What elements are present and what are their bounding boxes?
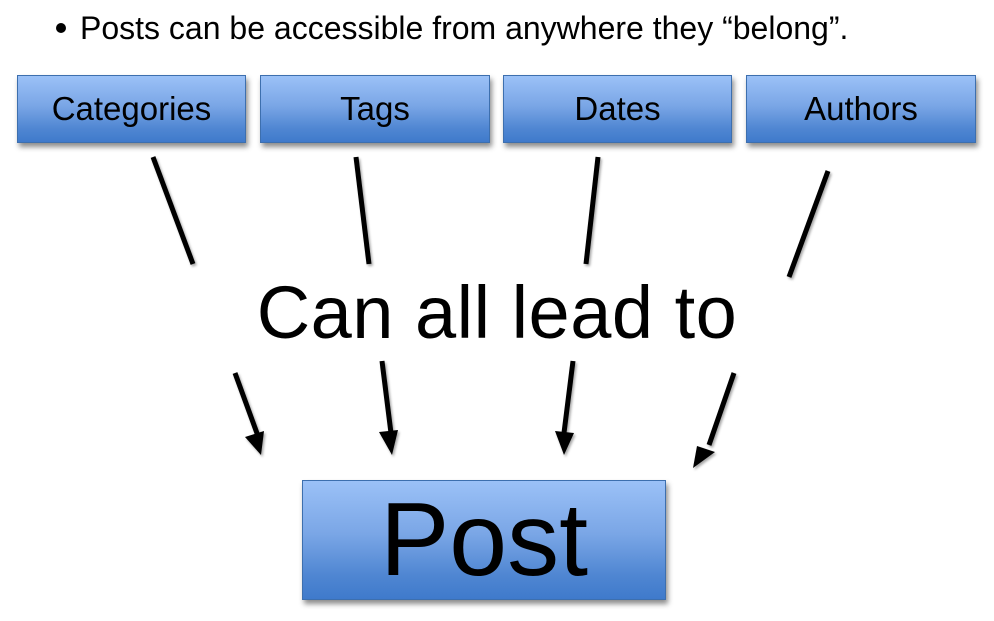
tags-arrow (379, 360, 394, 434)
bullet-text: Posts can be accessible from anywhere th… (80, 10, 849, 46)
authors-label: Authors (804, 90, 918, 127)
bullet-dot-icon (56, 22, 66, 33)
categories-line (150, 156, 196, 265)
tags-label: Tags (340, 90, 410, 127)
authors-arrow (706, 372, 737, 446)
middle-caption: Can all lead to (256, 271, 738, 354)
categories-arrow (232, 372, 261, 437)
categories-label: Categories (51, 90, 212, 127)
authors-box: Authors (746, 75, 976, 143)
tags-box: Tags (260, 75, 490, 143)
arrowhead-icon (693, 446, 715, 468)
arrowhead-icon (555, 431, 574, 455)
dates-box: Dates (503, 75, 732, 143)
tags-line (353, 156, 372, 265)
authors-line (786, 170, 831, 278)
dates-arrow (561, 360, 576, 434)
arrowhead-icon (245, 431, 264, 455)
categories-box: Categories (17, 75, 246, 143)
post-box: Post (302, 480, 666, 600)
dates-label: Dates (574, 90, 661, 127)
post-label: Post (379, 481, 589, 598)
dates-line (583, 156, 601, 265)
arrowhead-icon (379, 430, 398, 455)
bullet-point: Posts can be accessible from anywhere th… (56, 6, 848, 50)
